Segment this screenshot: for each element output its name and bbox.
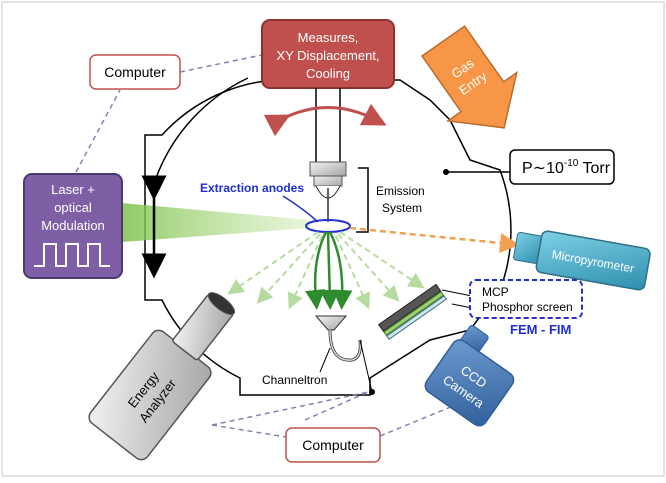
- computer-top: Computer: [89, 54, 181, 90]
- measures-line-2: XY Displacement,: [276, 48, 379, 63]
- computer-bottom-label: Computer: [302, 437, 364, 453]
- computer-top-label: Computer: [104, 64, 166, 80]
- gas-entry-arrow: Gas Entry: [420, 25, 518, 129]
- channeltron: [314, 315, 375, 395]
- emission-system-line-1: Emission: [376, 184, 425, 198]
- pressure-box: P∼10-10 Torr: [443, 149, 615, 185]
- modulation-square-wave: [34, 243, 110, 267]
- laser-line-2: optical: [54, 200, 92, 215]
- computer-bottom: Computer: [285, 427, 381, 463]
- mcp-phosphor-screen: [378, 283, 448, 341]
- ccd-camera: CCD Camera: [424, 325, 515, 427]
- measures-line-1: Measures,: [298, 30, 359, 45]
- manipulator-rods: [315, 88, 341, 162]
- electron-beams: [305, 231, 353, 310]
- laser-line-1: Laser +: [51, 182, 95, 197]
- fem-fim-label: FEM - FIM: [510, 322, 571, 337]
- laser-beam: [122, 203, 310, 242]
- rotation-arrow: [263, 103, 387, 137]
- pressure-label: P∼10-10 Torr: [522, 158, 611, 177]
- emission-system-line-2: System: [382, 201, 422, 215]
- measures-line-3: Cooling: [306, 66, 350, 81]
- micropyrometer: Micropyrometer: [513, 230, 651, 291]
- vacuum-chamber: [144, 78, 512, 396]
- emitter: [309, 161, 347, 222]
- energy-analyzer: Energy Analyzer: [88, 292, 236, 461]
- computer-connectors: [75, 54, 459, 438]
- laser-box: Laser + optical Modulation: [23, 173, 123, 279]
- extraction-anodes-label: Extraction anodes: [200, 181, 304, 195]
- fem-fim-box: MCP Phosphor screen: [469, 279, 583, 319]
- mcp-label: MCP: [482, 285, 509, 299]
- emission-bracket: [356, 167, 369, 233]
- channeltron-label: Channeltron: [262, 373, 327, 387]
- extraction-anode-pointer: [282, 195, 319, 223]
- pyrometer-beam: [349, 226, 520, 253]
- measures-box: Measures, XY Displacement, Cooling: [261, 19, 395, 89]
- ion-trajectories: [227, 231, 425, 310]
- laser-line-3: Modulation: [41, 218, 105, 233]
- phosphor-screen-label: Phosphor screen: [482, 300, 573, 314]
